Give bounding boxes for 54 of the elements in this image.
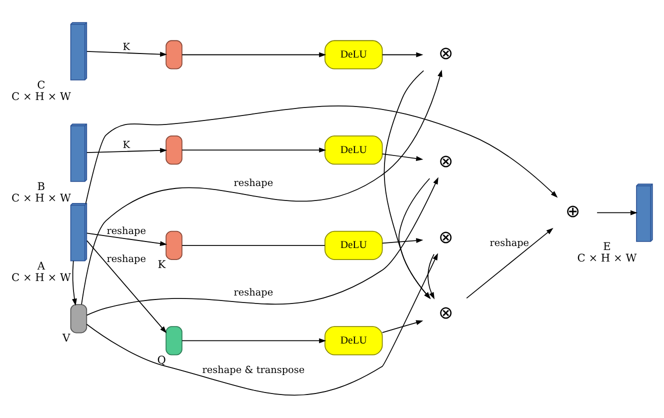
node-label: C × H × W: [11, 90, 71, 103]
node-box: [166, 230, 182, 260]
arrow: [86, 253, 438, 396]
edge-label: reshape: [234, 288, 274, 299]
edge-label: reshape: [106, 254, 146, 265]
edge-label: reshape: [106, 226, 146, 237]
node-text: ⊗: [438, 226, 454, 247]
arrow: [382, 52, 424, 58]
node-text: ⊕: [565, 201, 580, 222]
arrow: [596, 210, 638, 216]
node-text: ⊗: [438, 302, 454, 323]
edge-label: K: [122, 140, 130, 152]
arrow: [86, 232, 168, 246]
node-label: E: [603, 240, 611, 253]
arrow: [72, 260, 77, 306]
arrow: [428, 254, 435, 300]
arrow: [86, 240, 167, 334]
node-box: [166, 40, 182, 70]
arrow: [382, 153, 424, 161]
arrow: [398, 178, 431, 300]
node-label: C × H × W: [11, 192, 71, 204]
arrow: [382, 238, 424, 244]
node-label: B: [37, 180, 46, 193]
node-label: C × H × W: [577, 252, 637, 264]
node-text: ⊗: [438, 150, 454, 171]
edge-label: reshape: [490, 238, 530, 250]
arrow: [182, 338, 326, 344]
node-box: DeLU: [324, 40, 383, 70]
node-label: V: [62, 332, 70, 344]
node-box: DeLU: [324, 326, 383, 356]
node-label: Q: [157, 354, 166, 366]
node-box: DeLU: [324, 136, 383, 165]
node-box: [166, 136, 182, 165]
edge-label: K: [122, 42, 130, 54]
arrow: [382, 320, 424, 333]
edge-label: reshape & transpose: [202, 365, 305, 376]
node-box: DeLU: [324, 230, 383, 260]
arrow: [86, 51, 168, 57]
arrow: [81, 70, 442, 305]
node-label: K: [158, 258, 166, 271]
node-label: C × H × W: [11, 272, 71, 284]
arrow: [182, 52, 326, 58]
arrow: [466, 228, 554, 299]
node-label: C: [37, 79, 46, 92]
arrow: [86, 148, 168, 153]
node-text: ⊗: [438, 43, 454, 64]
arrow: [86, 177, 438, 316]
node-label: A: [37, 260, 45, 272]
node-box: [70, 304, 88, 334]
node-box: [166, 326, 182, 356]
edge-label: reshape: [234, 178, 274, 190]
connector: [182, 244, 326, 246]
arrow: [182, 148, 326, 153]
arrow: [384, 70, 431, 300]
